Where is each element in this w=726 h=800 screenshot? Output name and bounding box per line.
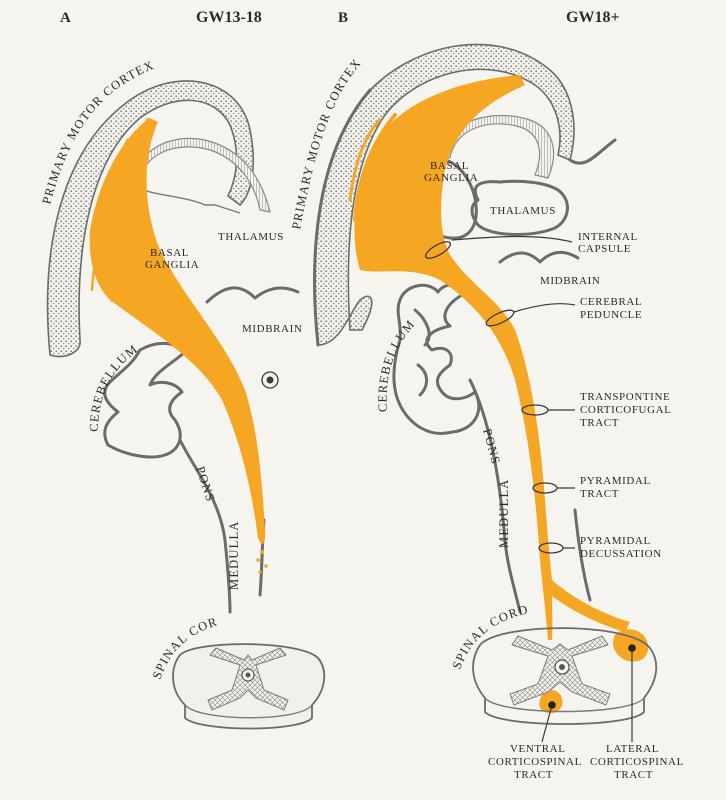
svg-text:LATERAL: LATERAL xyxy=(606,743,659,755)
panel-b-spinal-cord xyxy=(472,627,658,725)
panel-a-aqueduct-core xyxy=(266,376,274,384)
panel-b-thalamus xyxy=(470,179,569,236)
panel-a-letter: A xyxy=(60,10,71,26)
panel-a-cerebellum xyxy=(103,342,187,459)
panel-b-callout-internal-capsule: INTERNAL CAPSULE xyxy=(578,231,638,255)
panel-b-thalamus-cap xyxy=(439,114,555,179)
panel-b-callout-pyramidal-decussation: PYRAMIDAL DECUSSATION xyxy=(580,535,662,560)
svg-text:CORTICOSPINAL: CORTICOSPINAL xyxy=(488,756,582,768)
panel-a-fibers xyxy=(90,118,150,302)
panel-b-cortex-tail xyxy=(568,138,617,165)
panel-b-basal-label-2: GANGLIA xyxy=(424,172,478,184)
panel-b-lateral-marker xyxy=(628,644,636,652)
panel-a-cerebellum-label: CEREBELLUM xyxy=(87,342,141,432)
panel-b-medulla-label: MEDULLA xyxy=(497,478,511,548)
panel-b-ventral-marker xyxy=(548,701,556,709)
svg-text:VENTRAL: VENTRAL xyxy=(510,743,566,755)
svg-text:CAPSULE: CAPSULE xyxy=(578,243,631,255)
panel-b-leaders xyxy=(451,235,636,743)
svg-text:CORTICOSPINAL: CORTICOSPINAL xyxy=(590,756,684,768)
panel-b-callout-ventral-cst: VENTRAL CORTICOSPINAL TRACT xyxy=(488,743,582,781)
panel-b-brainstem-front xyxy=(573,508,592,602)
svg-text:PYRAMIDAL: PYRAMIDAL xyxy=(580,475,651,487)
svg-text:CORTICOFUGAL: CORTICOFUGAL xyxy=(580,404,672,416)
panel-b-cortex xyxy=(313,43,575,346)
svg-text:TRACT: TRACT xyxy=(580,417,619,429)
panel-a-medulla-label: MEDULLA xyxy=(227,520,241,590)
panel-a-spinal-cord xyxy=(172,643,326,730)
panel-a-midbrain xyxy=(205,286,300,304)
panel-a-cortex xyxy=(46,80,255,358)
svg-text:TRACT: TRACT xyxy=(614,769,653,781)
panel-b-stage: GW18+ xyxy=(566,9,620,26)
svg-text:TRACT: TRACT xyxy=(580,488,619,500)
panel-b-tract xyxy=(354,75,630,640)
panel-b-cerebellum xyxy=(392,283,481,435)
svg-text:PYRAMIDAL: PYRAMIDAL xyxy=(580,535,651,547)
panel-a-basal-label-1: BASAL xyxy=(150,247,189,259)
panel-a-thalamus-outline xyxy=(139,187,241,214)
panel-b-callout-cerebral-peduncle: CEREBRAL PEDUNCLE xyxy=(580,296,642,321)
panel-a: A GW13-18 xyxy=(0,0,326,730)
panel-b: B GW18+ xyxy=(289,9,684,781)
panel-a-thalamus-label: THALAMUS xyxy=(218,231,284,243)
panel-a-pons-label: PONS xyxy=(193,465,218,504)
panel-b-callout-lateral-cst: LATERAL CORTICOSPINAL TRACT xyxy=(590,743,684,781)
panel-a-thalamus xyxy=(133,137,271,213)
panel-b-thalamus-label: THALAMUS xyxy=(490,205,556,217)
panel-b-fibers xyxy=(348,93,472,272)
svg-text:DECUSSATION: DECUSSATION xyxy=(580,548,662,560)
panel-b-callout-pyramidal-tract: PYRAMIDAL TRACT xyxy=(580,475,651,500)
panel-b-midbrain xyxy=(498,251,580,264)
svg-text:PEDUNCLE: PEDUNCLE xyxy=(580,309,642,321)
panel-a-tract-dots xyxy=(256,550,268,574)
panel-b-midbrain-label: MIDBRAIN xyxy=(540,275,600,287)
panel-a-midbrain-label: MIDBRAIN xyxy=(242,323,302,335)
panel-b-tract-rings xyxy=(424,241,564,554)
panel-b-letter: B xyxy=(338,10,348,26)
panel-b-pons-label: PONS xyxy=(480,427,503,466)
panel-a-stage: GW13-18 xyxy=(196,9,262,26)
panel-b-brainstem-back xyxy=(468,378,522,614)
panel-b-callout-transpontine: TRANSPONTINE CORTICOFUGAL TRACT xyxy=(580,391,672,429)
svg-text:INTERNAL: INTERNAL xyxy=(578,231,638,243)
panel-a-basal-label-2: GANGLIA xyxy=(145,259,199,271)
svg-text:TRACT: TRACT xyxy=(514,769,553,781)
panel-b-cerebellum-folia xyxy=(413,308,431,397)
panel-b-cortex-outer xyxy=(313,88,372,347)
panel-b-basal-label-1: BASAL xyxy=(430,160,469,172)
panel-a-aqueduct xyxy=(261,371,279,389)
panel-a-brainstem xyxy=(178,438,232,614)
svg-text:TRANSPONTINE: TRANSPONTINE xyxy=(580,391,670,403)
panel-a-tract xyxy=(89,118,266,544)
svg-text:CEREBRAL: CEREBRAL xyxy=(580,296,642,308)
